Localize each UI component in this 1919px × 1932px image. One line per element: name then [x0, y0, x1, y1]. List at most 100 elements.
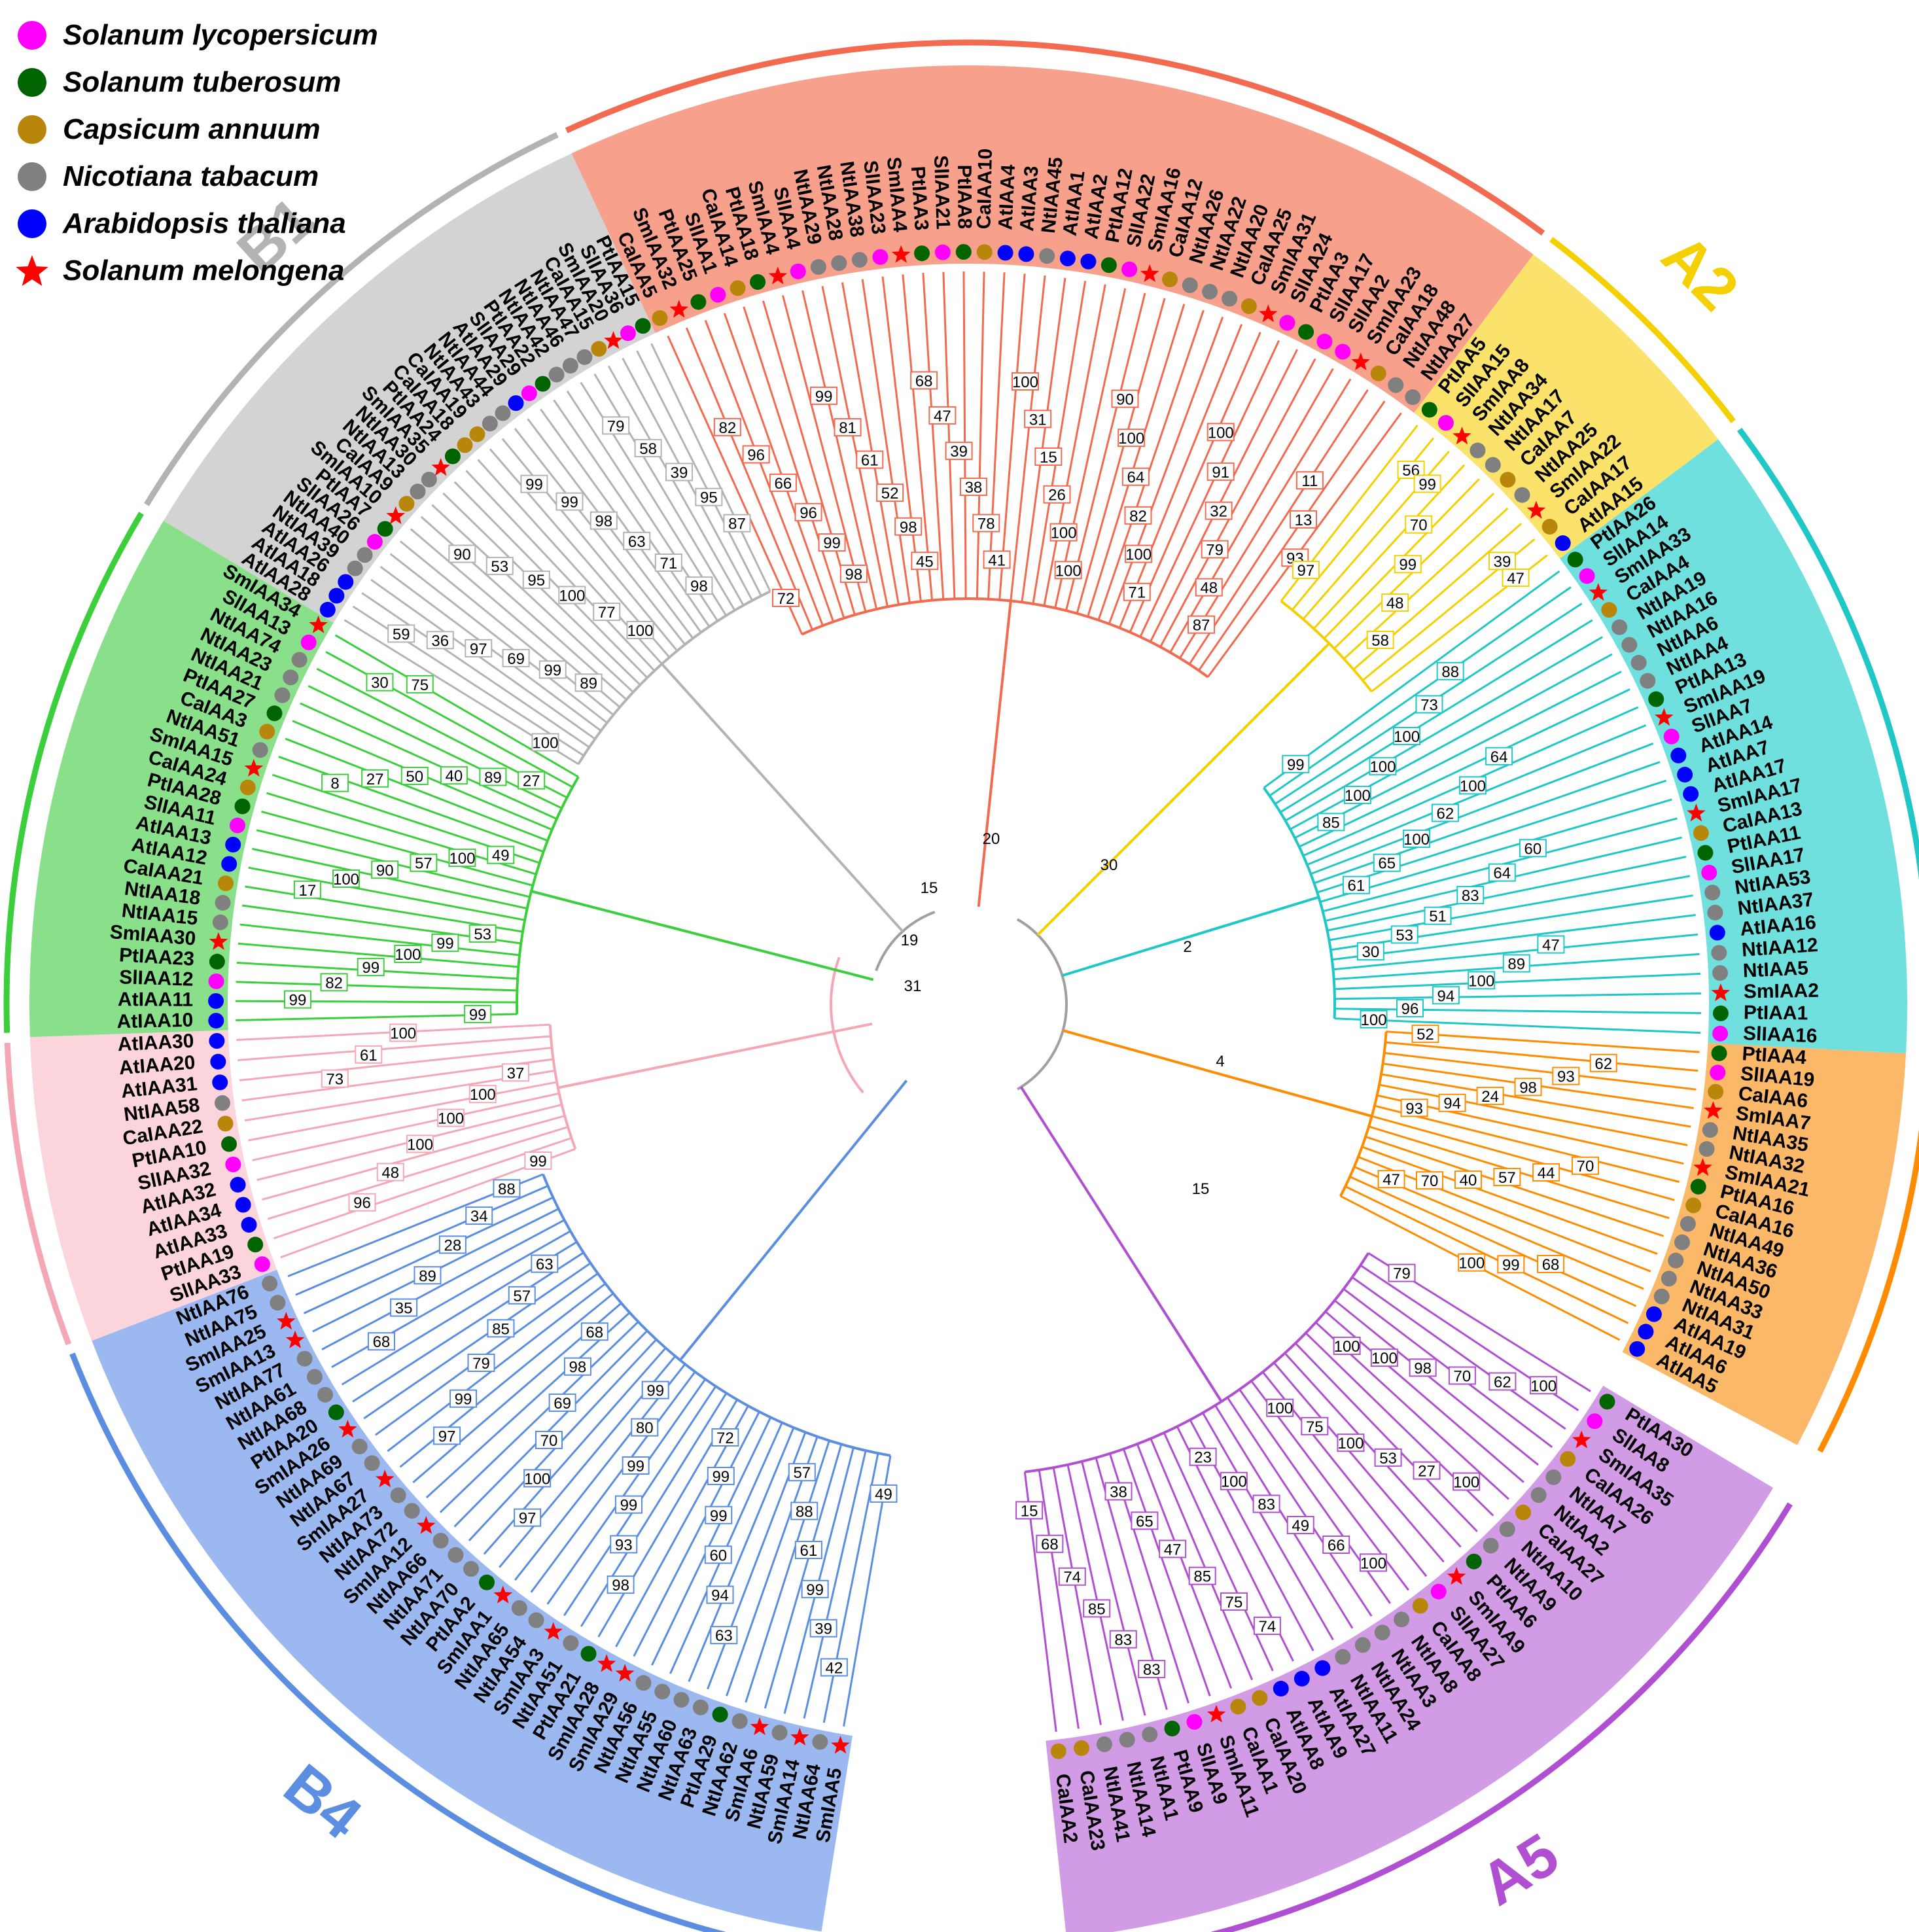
leaf-branch	[527, 418, 694, 639]
leaf-branch	[1136, 1443, 1233, 1689]
bootstrap-box	[894, 517, 923, 536]
bootstrap-box	[818, 533, 846, 552]
species-star-marker	[750, 1717, 769, 1735]
leaf-branch	[1334, 992, 1701, 1000]
species-circle-marker	[1629, 1341, 1646, 1357]
bootstrap-box	[769, 473, 797, 492]
bootstrap-value: 49	[875, 1486, 892, 1503]
bootstrap-value: 17	[299, 882, 317, 900]
bootstrap-value: 99	[469, 1006, 487, 1024]
leaf-branch	[1371, 1115, 1675, 1201]
bootstrap-box	[1322, 1535, 1350, 1554]
bootstrap-value: 57	[793, 1464, 811, 1482]
bootstrap-box	[348, 1193, 376, 1212]
bootstrap-value: 73	[1420, 697, 1438, 714]
bootstrap-value: 69	[507, 650, 525, 668]
species-circle-marker	[221, 856, 238, 872]
bootstrap-box	[1359, 1553, 1387, 1572]
bootstrap-value: 99	[561, 494, 578, 512]
leaf-branch	[285, 737, 548, 842]
bootstrap-box	[631, 1418, 659, 1437]
species-circle-marker	[831, 255, 847, 272]
species-circle-marker	[229, 817, 245, 834]
species-circle-marker	[563, 1635, 579, 1651]
bootstrap-box	[574, 673, 603, 692]
species-circle-marker	[1541, 519, 1558, 535]
bootstrap-box	[1373, 853, 1401, 872]
bootstrap-box	[695, 487, 723, 506]
bootstrap-box	[1201, 540, 1229, 559]
species-circle-marker	[1182, 277, 1198, 294]
bootstrap-box	[593, 603, 621, 622]
leaf-branch	[942, 272, 956, 599]
leaf-branch	[1149, 349, 1298, 642]
species-circle-marker	[432, 1532, 449, 1549]
bootstrap-value: 100	[1458, 1255, 1485, 1273]
circle-icon	[18, 68, 46, 97]
species-circle-marker	[1668, 1252, 1684, 1269]
bootstrap-box	[1485, 746, 1513, 765]
bootstrap-box	[1514, 1078, 1542, 1097]
species-circle-marker	[214, 1095, 230, 1111]
bootstrap-value: 68	[915, 372, 933, 390]
leaf-label: AtIAA3	[1016, 165, 1043, 232]
species-circle-marker	[1514, 487, 1530, 503]
clade-arc-a3	[1737, 427, 1919, 880]
bootstrap-value: 58	[639, 440, 657, 458]
bootstrap-box	[535, 1430, 563, 1449]
species-circle-marker	[1704, 885, 1721, 901]
root-bootstrap-value: 2	[1183, 938, 1191, 956]
species-circle-marker	[366, 534, 383, 550]
species-star-marker	[376, 1469, 395, 1488]
bootstrap-value: 23	[1194, 1449, 1212, 1467]
bootstrap-value: 100	[1267, 1400, 1293, 1418]
species-circle-marker	[241, 1217, 257, 1233]
species-circle-marker	[457, 437, 473, 453]
bootstrap-box	[357, 958, 385, 977]
bootstrap-box	[1195, 578, 1223, 597]
species-circle-marker	[398, 495, 415, 512]
species-circle-marker	[1279, 315, 1295, 331]
legend-species-label: Capsicum annuum	[63, 113, 321, 145]
bootstrap-value: 41	[988, 552, 1006, 569]
species-circle-marker	[1545, 1469, 1562, 1485]
bootstrap-value: 97	[1297, 562, 1315, 580]
bootstrap-box	[1537, 1255, 1565, 1274]
bootstrap-value: 68	[1542, 1256, 1560, 1274]
bootstrap-value: 40	[1460, 1172, 1477, 1189]
species-circle-marker	[620, 325, 636, 342]
bootstrap-value: 40	[446, 767, 463, 785]
bootstrap-value: 98	[595, 513, 612, 531]
leaf-branch	[1331, 914, 1696, 961]
root-bootstrap-value: 4	[1216, 1053, 1224, 1070]
bootstrap-box	[464, 1004, 492, 1023]
leaf-branch	[278, 756, 544, 853]
species-circle-marker	[635, 1675, 652, 1691]
species-circle-marker	[300, 634, 317, 650]
bootstrap-value: 89	[1507, 955, 1525, 973]
leaf-branch	[261, 810, 533, 887]
bootstrap-box	[834, 418, 862, 437]
bootstrap-box	[523, 1469, 552, 1488]
species-circle-marker	[217, 875, 234, 892]
leaf-branch	[1322, 817, 1678, 913]
species-circle-marker	[652, 310, 668, 326]
clade-trunk	[977, 601, 1012, 907]
leaf-branch	[669, 1422, 783, 1674]
species-circle-marker	[1388, 377, 1404, 393]
bootstrap-value: 32	[1210, 503, 1227, 521]
species-circle-marker	[955, 244, 972, 260]
bootstrap-box	[321, 1069, 349, 1088]
species-star-marker	[244, 758, 264, 777]
bootstrap-value: 83	[1258, 1496, 1275, 1514]
bootstrap-box	[1572, 1156, 1600, 1175]
species-circle-marker	[1316, 334, 1333, 350]
species-circle-marker	[1162, 272, 1178, 288]
bootstrap-box	[426, 631, 454, 650]
bootstrap-box	[485, 557, 514, 576]
bootstrap-box	[1109, 1630, 1137, 1649]
leaf-branch	[1382, 1063, 1694, 1110]
clade-span-branch	[516, 776, 580, 1015]
bootstrap-box	[493, 1179, 521, 1198]
bootstrap-value: 27	[1418, 1463, 1435, 1481]
